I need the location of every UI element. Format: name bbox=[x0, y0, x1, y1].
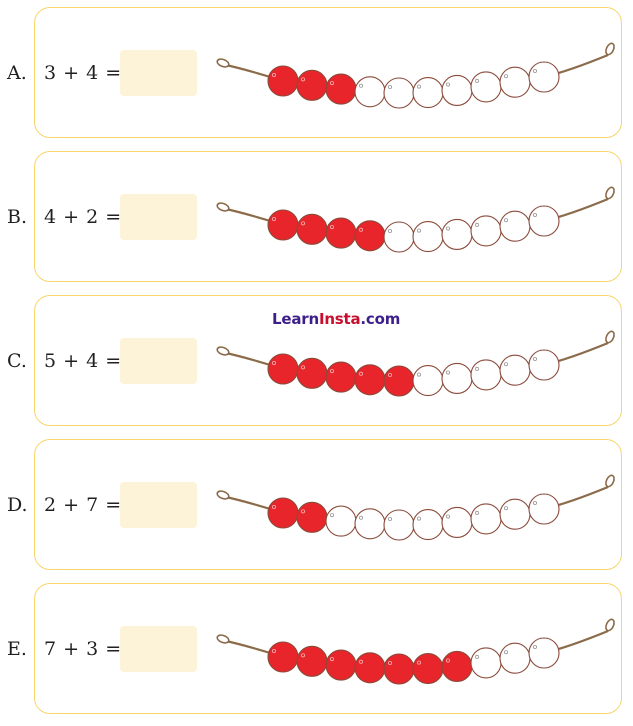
addition-expression: 3 + 4 = bbox=[44, 62, 122, 84]
bead-string-icon bbox=[212, 439, 622, 573]
bead-string-icon bbox=[212, 583, 622, 717]
addition-expression: 7 + 3 = bbox=[44, 638, 122, 660]
bead-string-icon bbox=[212, 295, 622, 429]
exercise-d: D. 2 + 7 = bbox=[0, 439, 633, 573]
exercise-label: D. bbox=[7, 494, 28, 516]
exercise-e: E. 7 + 3 = bbox=[0, 583, 633, 717]
exercise-c: C. 5 + 4 = bbox=[0, 295, 633, 429]
addition-expression: 4 + 2 = bbox=[44, 206, 122, 228]
watermark: LearnInsta.com bbox=[272, 310, 400, 328]
answer-box[interactable] bbox=[120, 482, 197, 528]
exercise-a: A. 3 + 4 = bbox=[0, 7, 633, 141]
exercise-b: B. 4 + 2 = bbox=[0, 151, 633, 285]
watermark-insta: Insta bbox=[318, 310, 361, 328]
watermark-learn: Learn bbox=[272, 310, 319, 328]
answer-box[interactable] bbox=[120, 50, 197, 96]
exercise-label: E. bbox=[7, 638, 27, 660]
addition-expression: 2 + 7 = bbox=[44, 494, 122, 516]
exercise-label: B. bbox=[7, 206, 28, 228]
answer-box[interactable] bbox=[120, 338, 197, 384]
exercise-label: C. bbox=[7, 350, 27, 372]
addition-expression: 5 + 4 = bbox=[44, 350, 122, 372]
answer-box[interactable] bbox=[120, 626, 197, 672]
bead-string-icon bbox=[212, 7, 622, 141]
bead-string-icon bbox=[212, 151, 622, 285]
watermark-domain: .com bbox=[360, 310, 401, 328]
exercise-label: A. bbox=[7, 62, 27, 84]
answer-box[interactable] bbox=[120, 194, 197, 240]
